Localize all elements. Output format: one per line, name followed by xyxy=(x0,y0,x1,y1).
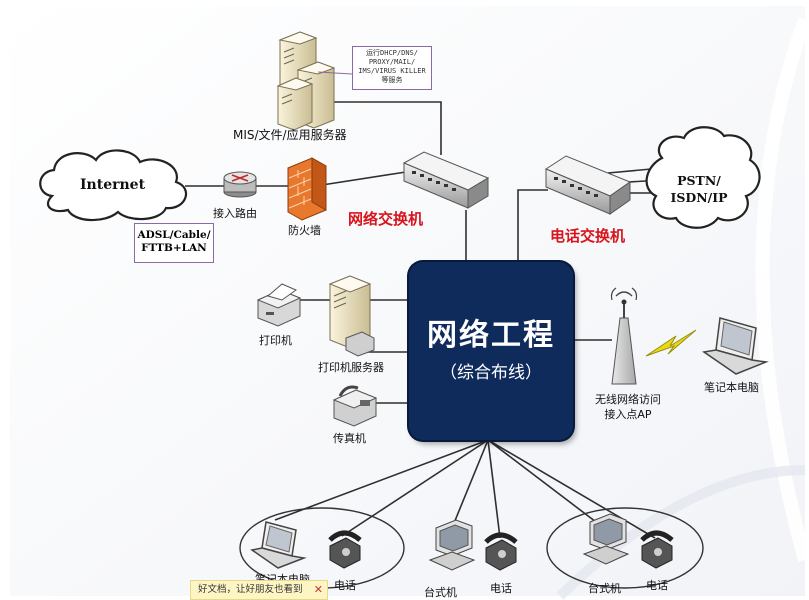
close-icon[interactable]: ✕ xyxy=(313,583,323,596)
servers-note-line: IMS/VIRUS KILLER xyxy=(358,67,426,75)
servers-note-line: 运行DHCP/DNS/ xyxy=(366,49,418,57)
laptop-icon xyxy=(250,521,307,569)
share-tip-banner[interactable]: 好文档，让好朋友也看到 ✕ xyxy=(190,580,328,600)
link-core-phone-switch xyxy=(517,189,548,263)
wireless-ap-label: 无线网络访问 接入点AP xyxy=(590,392,666,422)
servers-note-line: 等服务 xyxy=(381,76,403,84)
decorative-swoosh xyxy=(556,465,806,600)
pstn-label: PSTN/ ISDN/IP xyxy=(666,172,732,206)
phone-switch-label: 电话交换机 xyxy=(550,227,626,245)
desktop-computer-icon xyxy=(582,513,630,565)
network-switch-label: 网络交换机 xyxy=(348,210,424,228)
internet-label: Internet xyxy=(80,177,146,193)
link-desktop-mid xyxy=(451,439,489,529)
wireless-ap-label-line1: 无线网络访问 xyxy=(595,393,661,406)
phone-switch-icon xyxy=(544,155,632,215)
connection-lines xyxy=(185,101,663,539)
diagram-background xyxy=(10,6,805,596)
print-server-label: 打印机服务器 xyxy=(318,361,384,374)
print-server-icon xyxy=(328,275,375,357)
pstn-cloud-icon xyxy=(645,126,761,229)
adsl-note-line1: ADSL/Cable/ xyxy=(137,229,211,241)
server-cluster-icon xyxy=(276,31,336,131)
link-laptop-1 xyxy=(274,439,489,521)
bottom-phone-label: 电话 xyxy=(490,582,512,595)
network-switch-icon xyxy=(402,151,490,209)
link-phone-2 xyxy=(487,439,656,539)
workgroup-oval-2 xyxy=(546,507,704,589)
desktop-computer-icon xyxy=(428,519,476,571)
pstn-label-line1: PSTN/ xyxy=(677,173,721,188)
internet-cloud-icon xyxy=(39,149,188,222)
bottom-desktop-label: 台式机 xyxy=(424,586,457,599)
adsl-note-line2: FTTB+LAN xyxy=(141,242,207,254)
adsl-note: ADSL/Cable/ FTTB+LAN xyxy=(134,223,214,263)
fax-machine-icon xyxy=(332,385,378,427)
firewall-label: 防火墙 xyxy=(288,224,321,237)
core-subtitle: （综合布线） xyxy=(440,363,542,383)
telephone-icon xyxy=(484,532,518,571)
servers-note-line: PROXY/MAIL/ xyxy=(368,58,416,66)
link-firewall-switch xyxy=(321,171,407,186)
bottom-phone-label: 电话 xyxy=(334,579,356,592)
firewall-icon xyxy=(287,157,327,221)
telephone-icon xyxy=(328,530,362,569)
core-title: 网络工程 xyxy=(427,318,555,353)
wireless-ap-label-line2: 接入点AP xyxy=(604,408,652,421)
link-phone-1 xyxy=(341,439,489,537)
link-desktop-2 xyxy=(487,439,601,526)
access-router-icon xyxy=(223,171,257,198)
link-phone-mid xyxy=(487,439,501,539)
bottom-desktop-label: 台式机 xyxy=(588,582,621,595)
servers-note: 运行DHCP/DNS/ PROXY/MAIL/ IMS/VIRUS KILLER… xyxy=(352,46,432,90)
telephone-icon xyxy=(640,530,674,569)
printer-icon xyxy=(256,283,302,327)
network-engineering-core: 网络工程 （综合布线） xyxy=(409,262,573,440)
router-label: 接入路由 xyxy=(213,207,257,220)
link-servers-switch xyxy=(322,101,442,155)
printer-label: 打印机 xyxy=(259,334,292,347)
pstn-label-line2: ISDN/IP xyxy=(670,190,728,205)
servers-note-pointer xyxy=(317,71,353,75)
fax-label: 传真机 xyxy=(333,432,366,445)
servers-label: MIS/文件/应用服务器 xyxy=(233,128,347,142)
wireless-signal-icon xyxy=(645,329,697,357)
laptop-label: 笔记本电脑 xyxy=(704,381,759,394)
laptop-icon xyxy=(702,317,769,375)
bottom-phone-label: 电话 xyxy=(646,579,668,592)
share-tip-text[interactable]: 好文档，让好朋友也看到 xyxy=(198,584,303,595)
wireless-ap-icon xyxy=(610,287,638,385)
